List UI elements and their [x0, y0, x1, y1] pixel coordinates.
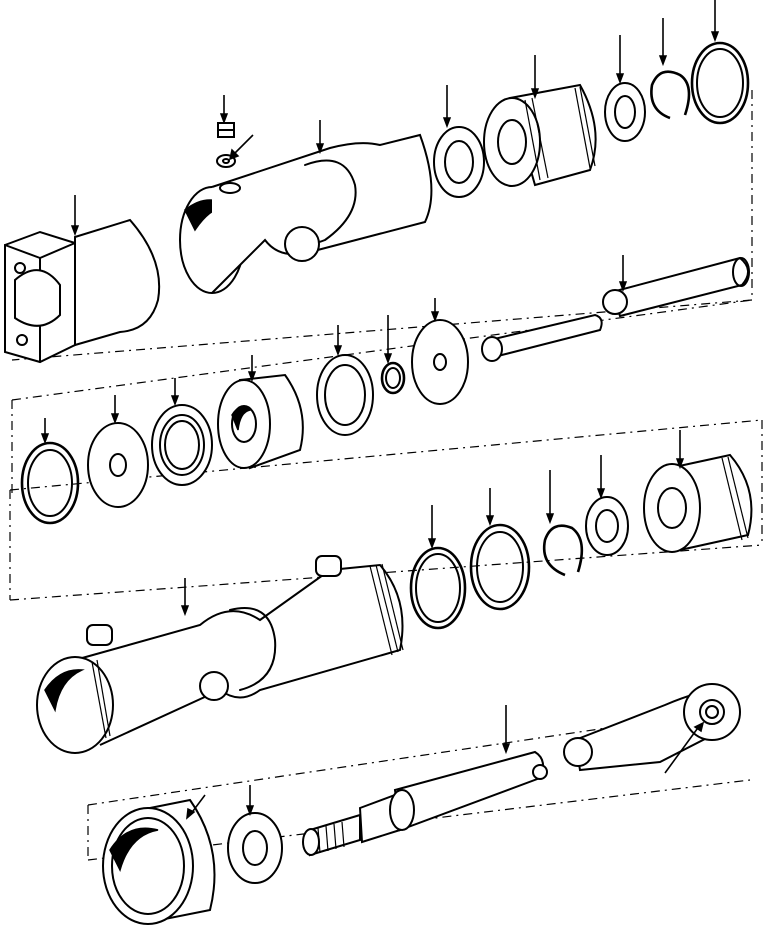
piston-seal	[151, 404, 213, 486]
gland-nut	[102, 798, 216, 925]
wiper-seal-upper	[433, 126, 485, 198]
backup-washer	[87, 422, 149, 508]
o-ring-large	[20, 441, 80, 525]
piston-rod-upper	[481, 256, 750, 362]
lock-washer	[411, 319, 469, 405]
rod-eye-bushing	[563, 683, 741, 772]
piston-ring	[316, 354, 374, 436]
retaining-ring-upper	[690, 41, 750, 125]
seal-ring-lower	[469, 523, 531, 611]
barrel-tube-upper	[74, 133, 433, 347]
snap-ring-lower	[542, 524, 584, 577]
wiper-lower	[585, 496, 629, 556]
gland-upper	[483, 83, 597, 187]
o-ring-small	[380, 361, 406, 395]
snap-ring-upper	[650, 70, 691, 120]
rod-wiper-lower	[227, 812, 283, 884]
u-cup-seal-upper	[604, 82, 646, 142]
o-ring-lower	[409, 546, 467, 630]
grease-fitting-bolt	[217, 122, 235, 138]
cylinder-end-block	[4, 230, 76, 364]
gland-lower	[643, 453, 753, 553]
barrel-tube-lower	[36, 555, 404, 754]
leader-arrows	[40, 0, 720, 820]
piston	[217, 373, 304, 470]
piston-rod-lower	[302, 750, 548, 857]
